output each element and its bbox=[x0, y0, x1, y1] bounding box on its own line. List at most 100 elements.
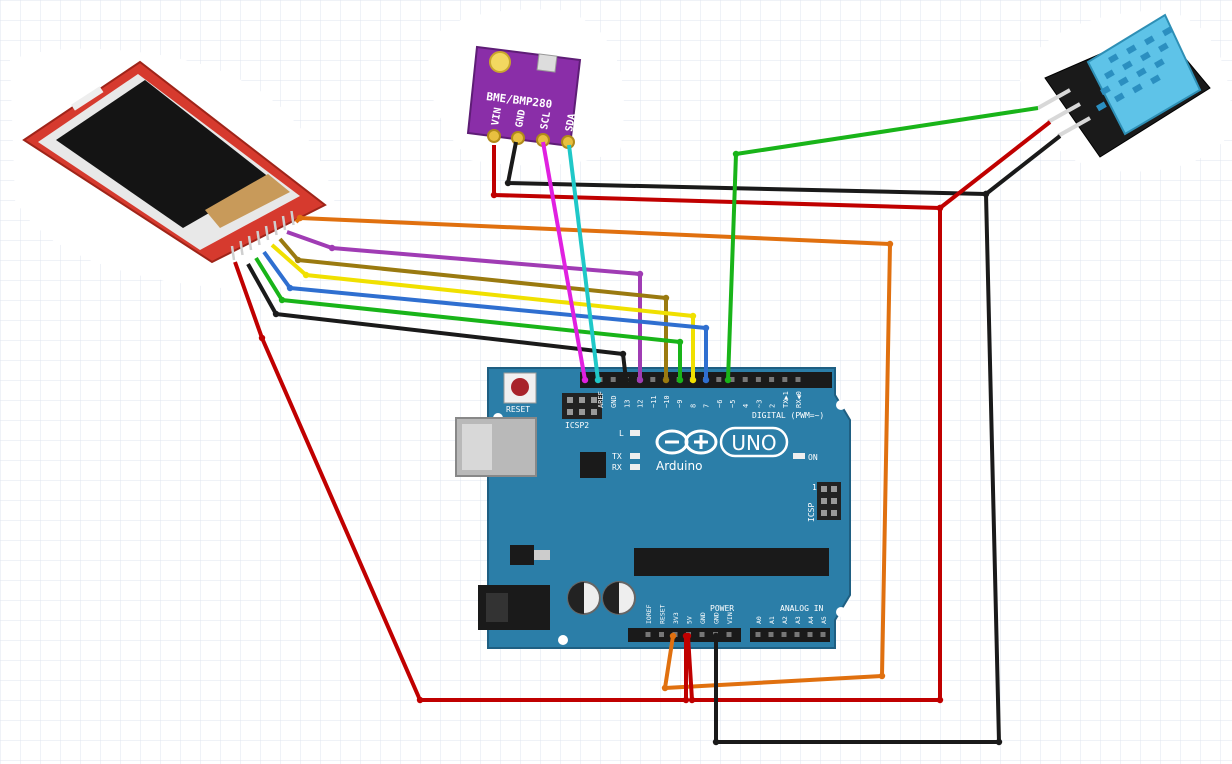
led-tx-label: TX bbox=[612, 452, 622, 461]
wire-joint bbox=[689, 376, 697, 384]
icsp-header bbox=[817, 482, 841, 520]
wire-joint bbox=[886, 240, 894, 248]
digital-pin-socket bbox=[610, 377, 616, 382]
wires bbox=[233, 106, 1062, 744]
digital-pin-label: 4 bbox=[742, 404, 750, 408]
wire-tft-black-gnd bbox=[246, 263, 628, 381]
tft-pin bbox=[230, 245, 236, 261]
bme-mount-hole bbox=[489, 51, 511, 73]
wire-joint bbox=[286, 284, 294, 292]
icsp2-label: ICSP2 bbox=[565, 421, 589, 430]
digital-pin-label: 8 bbox=[689, 404, 697, 408]
led-on bbox=[793, 453, 805, 459]
digital-pin-socket bbox=[742, 377, 748, 382]
power-pin-socket bbox=[699, 632, 705, 637]
regulator-tab bbox=[534, 550, 550, 560]
digital-pin-label: TX▶1 bbox=[782, 391, 790, 408]
led-on-label: ON bbox=[808, 453, 818, 462]
wire-bme-black-gnd bbox=[506, 141, 1001, 744]
analog-pin-label: A3 bbox=[794, 616, 802, 624]
bme-pin-label: VIN bbox=[490, 107, 504, 127]
bme-pin-pad bbox=[511, 131, 525, 145]
wire-joint bbox=[688, 696, 696, 704]
wire-joint bbox=[676, 376, 684, 384]
wire-joint bbox=[416, 696, 424, 704]
wire-joint bbox=[712, 632, 720, 640]
wire-joint bbox=[684, 632, 692, 640]
uno-badge bbox=[719, 426, 789, 458]
digital-pin-socket bbox=[729, 377, 735, 382]
analog-pin-label: A4 bbox=[807, 616, 815, 624]
digital-pin-socket bbox=[795, 377, 801, 382]
wire-joint bbox=[682, 696, 690, 704]
wire-joint bbox=[490, 191, 498, 199]
power-pin-label: 5V bbox=[686, 616, 694, 624]
digital-pin-label: ~11 bbox=[650, 395, 658, 408]
wire-joint bbox=[622, 376, 630, 384]
bme-pin-pad bbox=[487, 129, 501, 143]
wire-joint bbox=[328, 244, 336, 252]
wire-joint bbox=[676, 338, 684, 346]
reset-label: RESET bbox=[506, 405, 530, 414]
power-pin-label: VIN bbox=[726, 612, 734, 624]
icsp2-header bbox=[562, 393, 602, 419]
dht-grille-slot bbox=[1150, 74, 1161, 85]
digital-pin-label: ~5 bbox=[729, 400, 737, 408]
digital-pin-socket bbox=[782, 377, 788, 382]
wire-joint bbox=[594, 376, 602, 384]
analog-pin-socket bbox=[820, 632, 826, 637]
icsp2-pins bbox=[567, 397, 597, 415]
tft-pin bbox=[239, 240, 244, 256]
digital-pin-label: 7 bbox=[703, 404, 711, 408]
digital-pin-label: RX◀0 bbox=[795, 391, 803, 408]
wire-joint bbox=[619, 350, 627, 358]
digital-pin-socket bbox=[755, 377, 761, 382]
tft-flex-cable bbox=[205, 174, 290, 228]
dht-grille-slot bbox=[1100, 85, 1111, 96]
led-l bbox=[630, 430, 640, 436]
dht-grille-slot bbox=[1144, 35, 1155, 46]
icsp-pin1-label: 1 bbox=[812, 483, 817, 492]
wire-joint bbox=[258, 334, 266, 342]
digital-pin-socket bbox=[716, 377, 722, 382]
mount-hole bbox=[836, 607, 846, 617]
digital-pin-label: ~3 bbox=[755, 400, 763, 408]
wire-joint bbox=[732, 150, 740, 158]
tft-display-module bbox=[22, 60, 327, 264]
dht-grille-slot bbox=[1136, 67, 1147, 78]
digital-pin-label: ~9 bbox=[676, 400, 684, 408]
wire-joint bbox=[294, 256, 302, 264]
digital-label: DIGITAL (PWM=~) bbox=[752, 411, 824, 420]
wire-joint bbox=[581, 376, 589, 384]
dht-grille-slot bbox=[1126, 44, 1137, 55]
analog-header-pins bbox=[755, 632, 826, 637]
reset-button-cap[interactable] bbox=[511, 378, 529, 396]
icsp-pins bbox=[821, 486, 837, 516]
tft-pin bbox=[290, 210, 295, 226]
wire-joint bbox=[995, 738, 1003, 746]
analog-pin-socket bbox=[794, 632, 800, 637]
bme-pin-label: SCL bbox=[539, 111, 553, 131]
atmega-chip bbox=[634, 548, 829, 576]
tft-sd-slot bbox=[71, 86, 104, 111]
wire-joint bbox=[936, 204, 944, 212]
wire-joint bbox=[702, 376, 710, 384]
tft-screen bbox=[56, 80, 270, 228]
voltage-regulator bbox=[510, 545, 534, 565]
wire-joint bbox=[278, 296, 286, 304]
analog-pin-label: A5 bbox=[820, 616, 828, 624]
usb-chip bbox=[580, 452, 606, 478]
analog-pin-label: A0 bbox=[755, 616, 763, 624]
dht-sensor-housing bbox=[1086, 13, 1202, 136]
tft-pin bbox=[273, 220, 278, 236]
capacitor-stripe bbox=[568, 582, 584, 614]
analog-label: ANALOG IN bbox=[780, 604, 824, 613]
power-pin-label: 3V3 bbox=[672, 612, 680, 624]
dht-grille bbox=[1096, 26, 1173, 112]
led-rx-label: RX bbox=[612, 463, 622, 472]
wire-joint bbox=[662, 294, 670, 302]
tft-pin-header bbox=[230, 210, 295, 261]
digital-pin-label: ~10 bbox=[663, 395, 671, 408]
